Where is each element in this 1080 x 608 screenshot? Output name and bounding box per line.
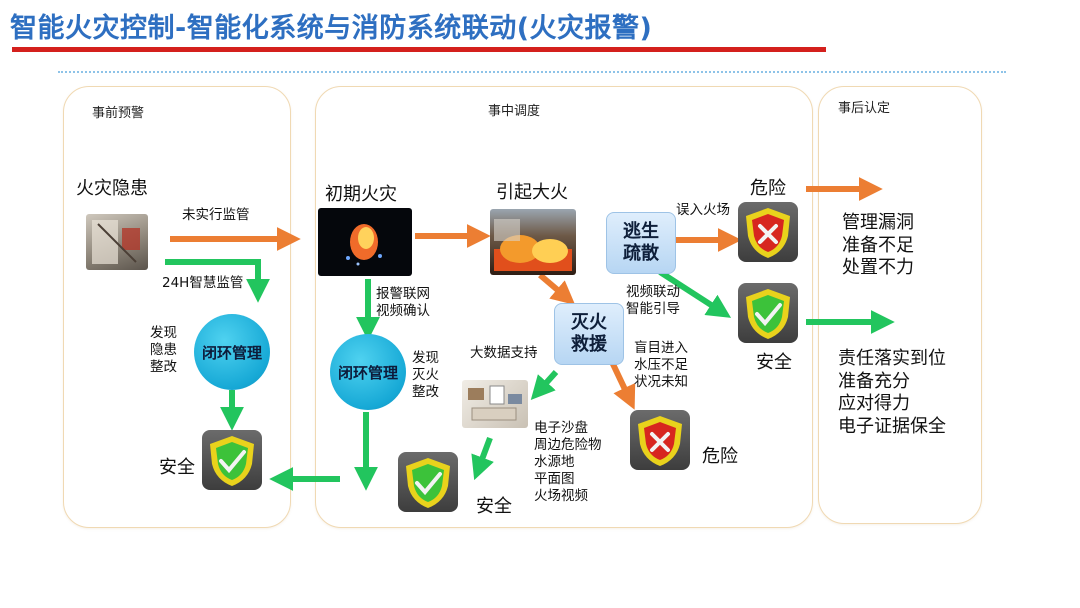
safe-shield-left-icon <box>202 430 262 490</box>
outcome-bad: 管理漏洞 准备不足 处置不力 <box>842 212 914 278</box>
label-smart-supervision: 24H智慧监管 <box>162 275 244 291</box>
arrow-evacuate-to-safe <box>658 269 732 318</box>
dotted-divider <box>58 71 1006 73</box>
danger-shield-top-icon <box>738 202 798 262</box>
initial-fire-photo <box>318 208 412 276</box>
evacuate-box: 逃生 疏散 <box>606 212 676 274</box>
node-big-fire: 引起大火 <box>496 182 568 203</box>
hazard-photo <box>86 214 148 270</box>
label-blind-entry: 盲目进入 水压不足 状况未知 <box>634 340 688 390</box>
label-video-guide: 视频联动 智能引导 <box>626 284 680 317</box>
safe-shield-right-icon <box>738 283 798 343</box>
danger-shield-mid-icon <box>630 410 690 470</box>
arrow-bigfire-to-rescue <box>538 272 576 306</box>
label-alarm-video: 报警联网 视频确认 <box>376 286 430 319</box>
node-safe-right: 安全 <box>756 352 792 373</box>
sandbox-photo <box>462 380 528 428</box>
label-mistaken-entry: 误入火场 <box>676 202 730 218</box>
node-initial-fire: 初期火灾 <box>325 184 397 205</box>
rescue-box: 灭火 救援 <box>554 303 624 365</box>
label-unsupervised: 未实行监管 <box>182 207 250 223</box>
node-hazard: 火灾隐患 <box>76 178 148 199</box>
label-sandbox: 电子沙盘 周边危险物 水源地 平面图 火场视频 <box>534 420 602 504</box>
loop-management-mid: 闭环管理 <box>330 334 406 410</box>
panel-post-title: 事后认定 <box>838 101 891 116</box>
node-safe-bottom: 安全 <box>476 496 512 517</box>
arrow-rescue-to-danger <box>609 360 636 410</box>
big-fire-photo <box>490 209 576 275</box>
safe-shield-bottom-icon <box>398 452 458 512</box>
arrow-rescue-to-bigdata <box>530 369 559 401</box>
title-underline <box>12 47 826 52</box>
panel-pre-title: 事前预警 <box>92 106 145 121</box>
node-safe-left: 安全 <box>159 457 195 478</box>
node-danger-mid: 危险 <box>702 446 738 467</box>
arrow-smart-supervision <box>165 259 270 303</box>
panel-post <box>818 86 982 524</box>
arrow-bigdata-to-safe <box>471 436 494 481</box>
label-discover-fire: 发现 灭火 整改 <box>412 350 439 400</box>
panel-mid-title: 事中调度 <box>488 104 541 119</box>
label-big-data: 大数据支持 <box>470 345 538 361</box>
page-title: 智能火灾控制-智能化系统与消防系统联动(火灾报警) <box>10 13 653 44</box>
loop-management-left: 闭环管理 <box>194 314 270 390</box>
outcome-good: 责任落实到位 准备充分 应对得力 电子证据保全 <box>838 348 946 437</box>
node-danger-top: 危险 <box>750 178 786 199</box>
label-discover-hazard: 发现 隐患 整改 <box>150 325 177 375</box>
